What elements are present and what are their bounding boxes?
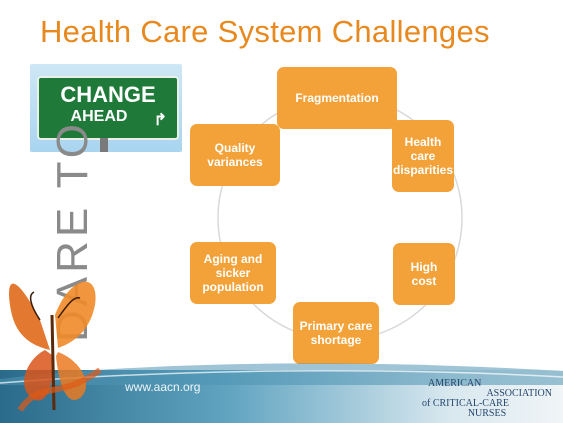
node-quality-variances: Quality variances — [190, 124, 280, 186]
slide-title: Health Care System Challenges — [40, 14, 490, 49]
org-line-4: NURSES — [467, 408, 507, 419]
org-line-1: AMERICAN — [428, 378, 482, 389]
node-health-care-disparities: Health care disparities — [392, 120, 454, 192]
org-logo-text: AMERICAN ASSOCIATION of CRITICAL-CARE NU… — [422, 379, 552, 419]
node-high-cost: High cost — [393, 243, 455, 305]
butterfly-flower-art — [9, 281, 102, 412]
sign-line-1: CHANGE — [60, 82, 156, 107]
change-ahead-sign-image: CHANGE AHEAD ↱ — [30, 64, 182, 152]
node-primary-care-shortage: Primary care shortage — [293, 302, 379, 364]
org-line-3: of CRITICAL-CARE — [422, 398, 509, 409]
org-line-2: ASSOCIATION — [486, 388, 552, 399]
sign-post — [100, 138, 108, 152]
node-aging-and-sicker-population: Aging and sicker population — [190, 242, 276, 304]
turn-arrow-icon: ↱ — [153, 112, 167, 129]
node-fragmentation: Fragmentation — [277, 67, 397, 129]
sign-line-2: AHEAD — [70, 108, 128, 125]
sign-board: CHANGE AHEAD ↱ — [37, 76, 179, 140]
footer-url: www.aacn.org — [125, 380, 201, 394]
